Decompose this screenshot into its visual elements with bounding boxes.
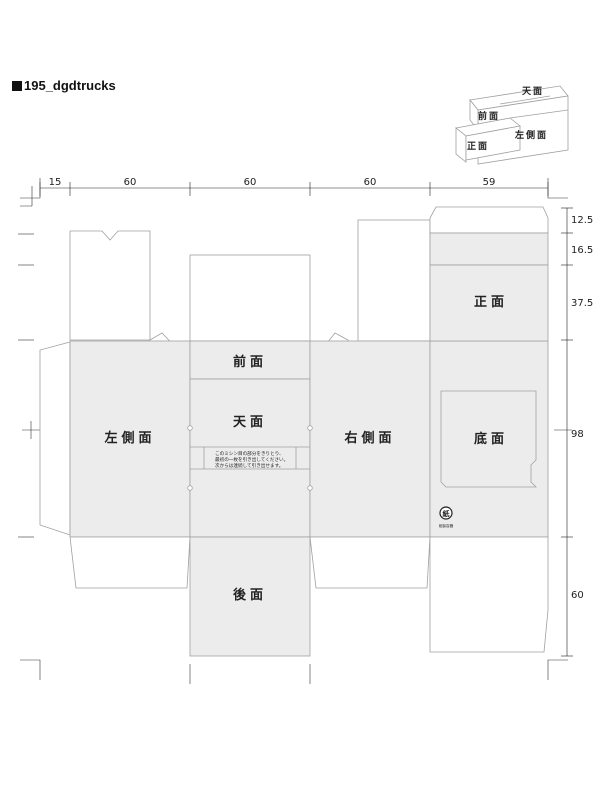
dim-right-16-5: 16.5 — [571, 245, 593, 256]
back-label: 後面 — [233, 587, 267, 603]
dim-top-60c: 60 — [364, 177, 377, 188]
paper-recycle-mark: 紙 紙製容器 — [439, 506, 454, 528]
crop-marks — [18, 178, 572, 684]
front-label: 前面 — [233, 354, 267, 370]
right-side-panel — [309, 340, 431, 538]
slit-circle — [187, 485, 193, 491]
iso-step-side — [455, 127, 467, 163]
iso-face-label: 正面 — [467, 141, 489, 152]
iso-edge-2 — [509, 109, 569, 119]
right-side-label: 右側面 — [343, 430, 395, 446]
right-dimension-line: 12.5 16.5 37.5 98 60 — [561, 207, 593, 657]
crop-mark-top-left-inner — [20, 186, 33, 207]
recycle-circle-icon — [439, 506, 453, 520]
dim-top-59: 59 — [483, 177, 496, 188]
dim-right-98: 98 — [571, 429, 584, 440]
front-face-top-flap — [429, 206, 549, 234]
crop-mark-bottom-right — [547, 659, 568, 680]
instruction-line-2: 最初の一枚を引き出してください。 — [215, 456, 288, 463]
back-panel — [189, 536, 311, 657]
left-side-top-flap — [69, 230, 151, 341]
iso-top-label: 天面 — [522, 86, 544, 97]
bottom-tuck-flap — [429, 536, 549, 653]
left-side-label: 左側面 — [104, 430, 155, 446]
top-label: 天面 — [233, 415, 267, 430]
bottom-panel — [429, 340, 549, 538]
recycle-mark-caption: 紙製容器 — [439, 523, 454, 528]
bottom-panel-window — [440, 390, 537, 488]
iso-front-label: 前面 — [478, 110, 500, 122]
page-title: 195_dgdtrucks — [12, 78, 116, 93]
iso-side-label: 左側面 — [514, 129, 548, 141]
iso-front-face — [465, 125, 521, 161]
isometric-box-illustration: 天面 前面 左側面 正面 — [455, 85, 569, 165]
bottom-label: 底面 — [474, 431, 508, 447]
right-side-top-flap — [357, 219, 431, 342]
front-top-flap — [189, 254, 311, 342]
dim-right-12-5: 12.5 — [571, 215, 593, 226]
dim-top-60b: 60 — [244, 177, 257, 188]
instruction-line-1: このミシン目の部分をきりとり、 — [215, 450, 284, 457]
glue-flap — [39, 341, 71, 536]
crop-mark-bottom-left — [20, 659, 41, 680]
left-side-panel — [69, 340, 191, 538]
top-panel — [189, 378, 311, 538]
dim-top-60a: 60 — [124, 177, 137, 188]
crop-mark-top-right — [547, 178, 568, 199]
front-face-panel — [429, 264, 549, 342]
dim-right-60: 60 — [571, 590, 584, 601]
top-dimension-line: 15 60 60 60 59 — [39, 177, 549, 196]
dim-right-37-5: 37.5 — [571, 298, 593, 309]
instruction-line-3: 次からは連続して引き出せます。 — [215, 462, 283, 469]
title-text: 195_dgdtrucks — [24, 78, 116, 93]
right-side-bottom-flap — [309, 536, 431, 589]
front-panel — [189, 340, 311, 380]
slit-circle — [187, 425, 193, 431]
title-square-icon — [12, 80, 22, 91]
front-face-label: 正面 — [474, 295, 508, 310]
dim-top-15: 15 — [49, 177, 62, 188]
left-side-bottom-flap — [69, 536, 191, 589]
slit-circle — [307, 425, 313, 431]
crop-mark-top-left — [20, 178, 41, 199]
iso-edge-1 — [499, 95, 551, 105]
front-face-upper-strip — [429, 232, 549, 266]
recycle-mark-symbol: 紙 — [443, 509, 450, 518]
slit-circle — [307, 485, 313, 491]
